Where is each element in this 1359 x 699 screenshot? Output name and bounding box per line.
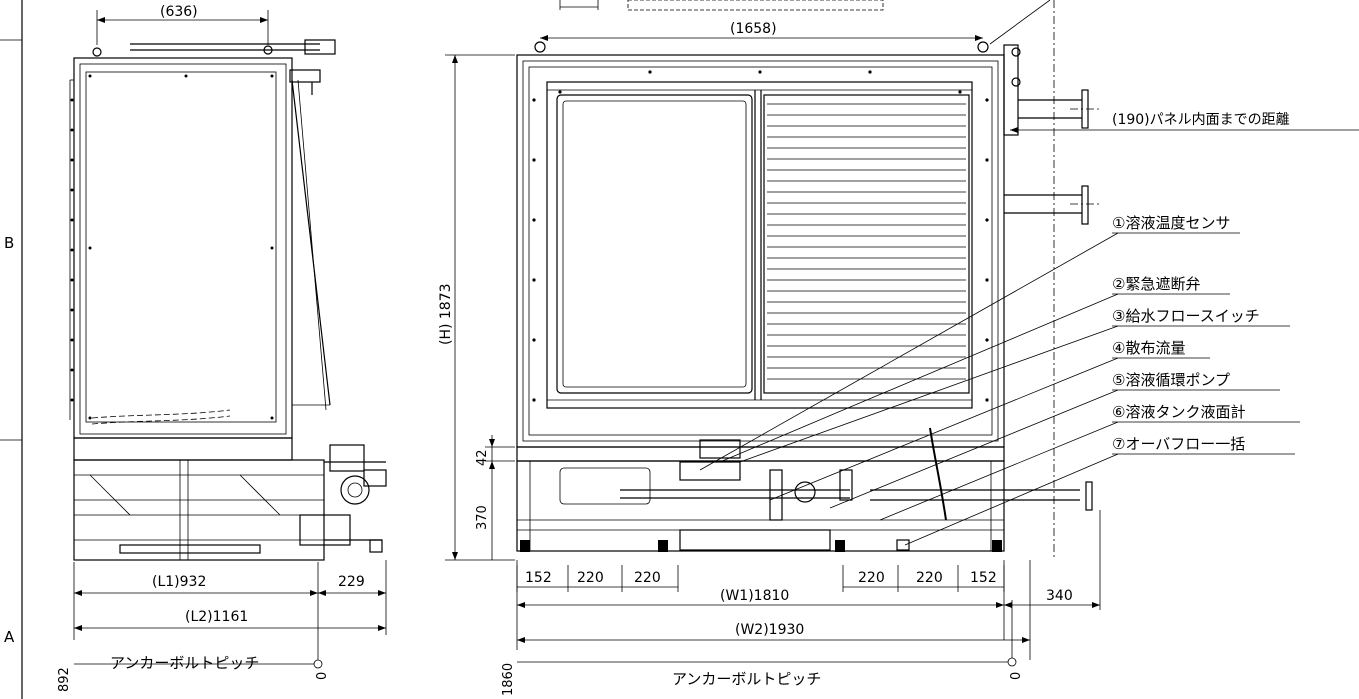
callout-7: ⑦オーバフロー一括	[1112, 435, 1245, 453]
pitch-5: 220	[916, 570, 943, 586]
front-dim-w2: (W2)1930	[735, 622, 804, 638]
front-anchor-zero: 0	[1009, 672, 1024, 680]
pitch-2: 220	[577, 570, 604, 586]
front-dim-w1: (W1)1810	[720, 588, 789, 604]
front-dim-height: (H) 1873	[438, 283, 454, 345]
side-dim-l1: (L1)932	[152, 574, 206, 590]
drawing-frame: B A	[0, 0, 23, 699]
front-anchor-value: 1860	[501, 663, 516, 696]
side-anchor-zero: 0	[315, 672, 330, 680]
louver-lines	[767, 103, 966, 380]
front-dim-340: 340	[1046, 588, 1073, 604]
side-dim-229: 229	[338, 574, 365, 590]
front-dim-370: 370	[475, 505, 490, 530]
panel-distance-label: (190)パネル内面までの距離	[1112, 111, 1290, 128]
side-anchor-label: アンカーボルトピッチ	[110, 654, 259, 672]
side-dim-l2: (L2)1161	[185, 609, 248, 625]
callout-4: ④散布流量	[1112, 339, 1185, 357]
front-view: (1658)	[438, 0, 1359, 696]
side-view: (636)	[57, 4, 387, 692]
callouts: ①溶液温度センサ ②緊急遮断弁 ③給水フロースイッチ ④散布流量 ⑤溶液循環ポン…	[699, 214, 1300, 546]
side-top-dim: (636)	[160, 4, 198, 20]
callout-3: ③給水フロースイッチ	[1112, 307, 1260, 325]
pitch-3: 220	[634, 570, 661, 586]
callout-5: ⑤溶液循環ポンプ	[1112, 371, 1230, 389]
callout-2: ②緊急遮断弁	[1112, 275, 1200, 293]
pitch-ticks	[516, 565, 1005, 592]
front-anchor-label: アンカーボルトピッチ	[672, 670, 821, 688]
pitch-4: 220	[858, 570, 885, 586]
pitch-6: 152	[970, 570, 997, 586]
front-dim-42: 42	[475, 449, 490, 466]
side-anchor-value: 892	[57, 667, 72, 692]
front-top-dim: (1658)	[730, 21, 777, 37]
pitch-1: 152	[525, 570, 552, 586]
callout-1: ①溶液温度センサ	[1112, 214, 1230, 232]
zone-label-b: B	[4, 234, 14, 252]
zone-label-a: A	[4, 628, 15, 646]
callout-6: ⑥溶液タンク液面計	[1112, 403, 1245, 421]
